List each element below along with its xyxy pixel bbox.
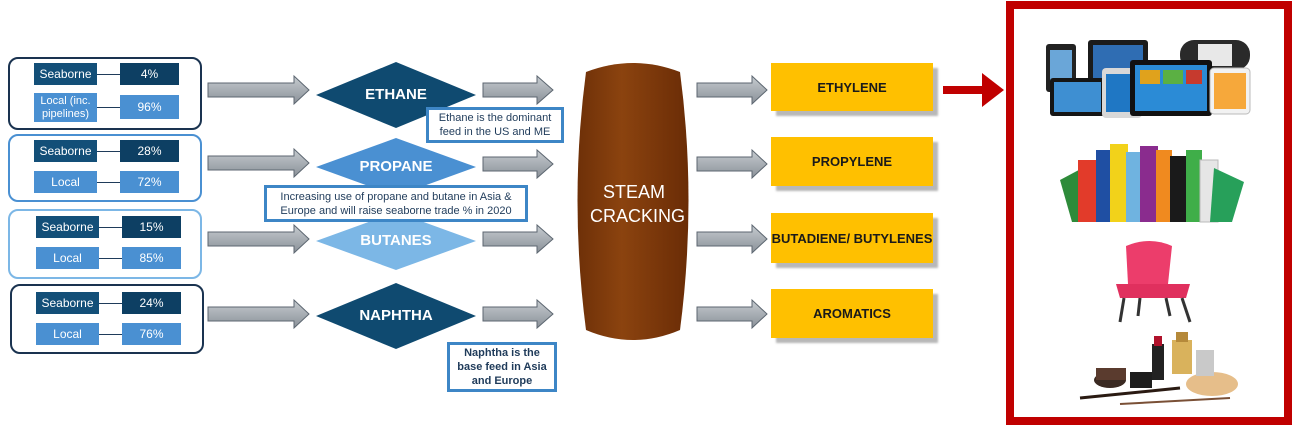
connector xyxy=(97,182,120,183)
diamond-butanes xyxy=(316,212,476,270)
feed-label-ethane: ETHANE xyxy=(365,86,427,103)
steam-cracking-label: STEAM CRACKING xyxy=(590,182,686,226)
arrow-to-cracker-ethane xyxy=(482,74,554,106)
local-value: 96% xyxy=(120,95,179,119)
red-arrow-to-end-uses xyxy=(943,73,1004,107)
feed-label-propane: PROPANE xyxy=(359,158,433,175)
arrow-to-cracker-naphtha xyxy=(482,298,554,330)
connector xyxy=(97,107,120,108)
local-label: Local xyxy=(36,247,99,269)
feed-label-butanes: BUTANES xyxy=(360,232,432,249)
seaborne-label: Seaborne xyxy=(36,292,99,314)
seaborne-label: Seaborne xyxy=(36,216,99,238)
arrow-feed-butanes xyxy=(207,223,310,255)
arrow-to-product-propylene xyxy=(696,148,768,180)
note-ethane: Ethane is the dominant feed in the US an… xyxy=(426,107,564,143)
product-butadiene-butylenes: BUTADIENE/ BUTYLENES xyxy=(771,213,933,263)
seaborne-value: 15% xyxy=(122,216,181,238)
local-label: Local (inc. pipelines) xyxy=(34,93,97,122)
arrow-feed-propane xyxy=(207,147,310,179)
cosmetics-icon xyxy=(1079,332,1238,405)
seaborne-value: 28% xyxy=(120,140,179,162)
arrow-to-cracker-butanes xyxy=(482,223,554,255)
connector xyxy=(99,258,122,259)
connector xyxy=(97,151,120,152)
diamond-propane xyxy=(316,138,476,196)
connector xyxy=(99,334,122,335)
arrow-to-product-butadiene xyxy=(696,223,768,255)
seaborne-label: Seaborne xyxy=(34,140,97,162)
plastic-chair-icon xyxy=(1116,241,1192,323)
plastic-tubes-icon xyxy=(1060,144,1244,223)
product-aromatics: AROMATICS xyxy=(771,289,933,338)
electronics-devices-icon xyxy=(1046,40,1251,118)
product-ethylene: ETHYLENE xyxy=(771,63,933,111)
seaborne-value: 24% xyxy=(122,292,181,314)
local-value: 85% xyxy=(122,247,181,269)
connector xyxy=(99,303,122,304)
local-label: Local xyxy=(34,171,97,193)
arrow-feed-naphtha xyxy=(207,298,310,330)
seaborne-value: 4% xyxy=(120,63,179,85)
connector xyxy=(97,74,120,75)
local-value: 72% xyxy=(120,171,179,193)
feed-label-naphtha: NAPHTHA xyxy=(359,307,433,324)
seaborne-label: Seaborne xyxy=(34,63,97,85)
product-propylene: PROPYLENE xyxy=(771,137,933,186)
connector xyxy=(99,227,122,228)
arrow-to-product-ethylene xyxy=(696,74,768,106)
local-value: 76% xyxy=(122,323,181,345)
arrow-to-cracker-propane xyxy=(482,148,554,180)
arrow-feed-ethane xyxy=(207,74,310,106)
note-naphtha: Naphtha is the base feed in Asia and Eur… xyxy=(447,342,557,392)
diamond-naphtha xyxy=(316,283,476,349)
note-propane-butane: Increasing use of propane and butane in … xyxy=(264,185,528,222)
steam-cracking-vessel xyxy=(577,63,689,340)
arrow-to-product-aromatics xyxy=(696,298,768,330)
local-label: Local xyxy=(36,323,99,345)
